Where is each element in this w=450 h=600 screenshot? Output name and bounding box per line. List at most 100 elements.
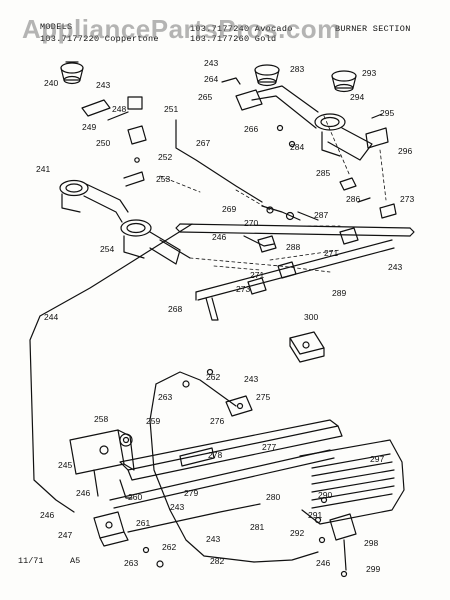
svg-text:266: 266 xyxy=(244,124,258,134)
svg-text:280: 280 xyxy=(266,492,280,502)
fitting-263b xyxy=(156,560,164,568)
tube-lower-246 xyxy=(253,551,319,563)
burner-cap-293 xyxy=(331,70,357,93)
orifice-285 xyxy=(339,177,357,191)
svg-text:287: 287 xyxy=(314,210,328,220)
models-heading: MODELS xyxy=(40,22,73,32)
svg-text:246: 246 xyxy=(316,558,330,568)
svg-text:273: 273 xyxy=(400,194,414,204)
bracket-296 xyxy=(365,127,389,149)
model-avocado: 103.7177240 Avocado xyxy=(190,24,293,34)
watermark: AppliancePartsPros.com xyxy=(22,14,341,44)
svg-text:243: 243 xyxy=(206,534,220,544)
svg-text:288: 288 xyxy=(286,242,300,252)
svg-text:241: 241 xyxy=(36,164,50,174)
svg-text:262: 262 xyxy=(206,372,220,382)
svg-text:249: 249 xyxy=(82,122,96,132)
bracket-268 xyxy=(205,297,219,321)
svg-text:295: 295 xyxy=(380,108,394,118)
burner-241 xyxy=(59,179,129,223)
screw-295 xyxy=(371,113,383,119)
svg-text:252: 252 xyxy=(158,152,172,162)
tube-267 xyxy=(175,119,263,203)
svg-text:279: 279 xyxy=(184,488,198,498)
svg-text:254: 254 xyxy=(100,244,114,254)
valve-row-upper xyxy=(243,197,397,253)
burner-cap-283 xyxy=(254,64,280,87)
manifold-pipe xyxy=(175,223,415,237)
svg-text:247: 247 xyxy=(58,530,72,540)
svg-text:292: 292 xyxy=(290,528,304,538)
svg-text:290: 290 xyxy=(318,490,332,500)
thermostat-245 xyxy=(69,429,135,497)
svg-text:271: 271 xyxy=(250,270,264,280)
fitting-262 xyxy=(206,368,214,376)
svg-text:243: 243 xyxy=(244,374,258,384)
bracket-278 xyxy=(179,447,215,467)
svg-text:243: 243 xyxy=(170,502,184,512)
svg-text:277: 277 xyxy=(262,442,276,452)
burner-254 xyxy=(120,219,191,265)
svg-text:285: 285 xyxy=(316,168,330,178)
svg-text:258: 258 xyxy=(94,414,108,424)
oven-burner-tray-277 xyxy=(109,419,343,509)
valve-275 xyxy=(225,395,253,417)
svg-text:297: 297 xyxy=(370,454,384,464)
tube-281 xyxy=(127,503,261,533)
svg-text:284: 284 xyxy=(290,142,304,152)
svg-text:243: 243 xyxy=(388,262,402,272)
svg-text:293: 293 xyxy=(362,68,376,78)
svg-text:278: 278 xyxy=(208,450,222,460)
svg-text:248: 248 xyxy=(112,104,126,114)
bracket-298 xyxy=(329,513,357,571)
svg-text:243: 243 xyxy=(96,80,110,90)
fitting-266 xyxy=(276,124,284,132)
valve-273a xyxy=(247,277,267,295)
screw-299 xyxy=(340,570,348,578)
ignitor-assembly xyxy=(81,96,147,187)
svg-text:240: 240 xyxy=(44,78,58,88)
section-title: BURNER SECTION xyxy=(335,24,411,34)
fitting-284 xyxy=(288,140,296,148)
svg-text:253: 253 xyxy=(156,174,170,184)
svg-text:276: 276 xyxy=(210,416,224,426)
svg-text:261: 261 xyxy=(136,518,150,528)
model-coppertone: 103.7177220 Coppertone xyxy=(40,34,159,44)
svg-text:265: 265 xyxy=(198,92,212,102)
svg-text:275: 275 xyxy=(256,392,270,402)
model-gold: 103.7177260 Gold xyxy=(190,34,277,44)
svg-text:262: 262 xyxy=(162,542,176,552)
svg-text:246: 246 xyxy=(76,488,90,498)
svg-text:286: 286 xyxy=(346,194,360,204)
screw-291 xyxy=(314,516,322,524)
svg-text:263: 263 xyxy=(124,558,138,568)
thermocouple-tube-282 xyxy=(149,371,255,563)
svg-text:270: 270 xyxy=(244,218,258,228)
svg-text:294: 294 xyxy=(350,92,364,102)
svg-text:267: 267 xyxy=(196,138,210,148)
part-labels: 240 243 248 249 251 250 252 253 241 254 … xyxy=(36,58,414,574)
svg-text:281: 281 xyxy=(250,522,264,532)
svg-text:282: 282 xyxy=(210,556,224,566)
fitting-263 xyxy=(182,380,190,388)
bracket-260 xyxy=(119,479,133,499)
valve-271a xyxy=(277,261,297,279)
tube-244 xyxy=(29,223,193,513)
svg-text:298: 298 xyxy=(364,538,378,548)
svg-text:291: 291 xyxy=(308,510,322,520)
svg-text:246: 246 xyxy=(212,232,226,242)
valve-247 xyxy=(93,511,129,547)
fitting-259 xyxy=(119,433,133,447)
svg-text:246: 246 xyxy=(40,510,54,520)
svg-text:245: 245 xyxy=(58,460,72,470)
svg-text:244: 244 xyxy=(44,312,58,322)
svg-text:260: 260 xyxy=(128,492,142,502)
fitting-262b xyxy=(142,546,150,554)
svg-text:250: 250 xyxy=(96,138,110,148)
svg-text:289: 289 xyxy=(332,288,346,298)
svg-text:243: 243 xyxy=(204,58,218,68)
svg-text:283: 283 xyxy=(290,64,304,74)
svg-text:273: 273 xyxy=(236,284,250,294)
svg-text:251: 251 xyxy=(164,104,178,114)
